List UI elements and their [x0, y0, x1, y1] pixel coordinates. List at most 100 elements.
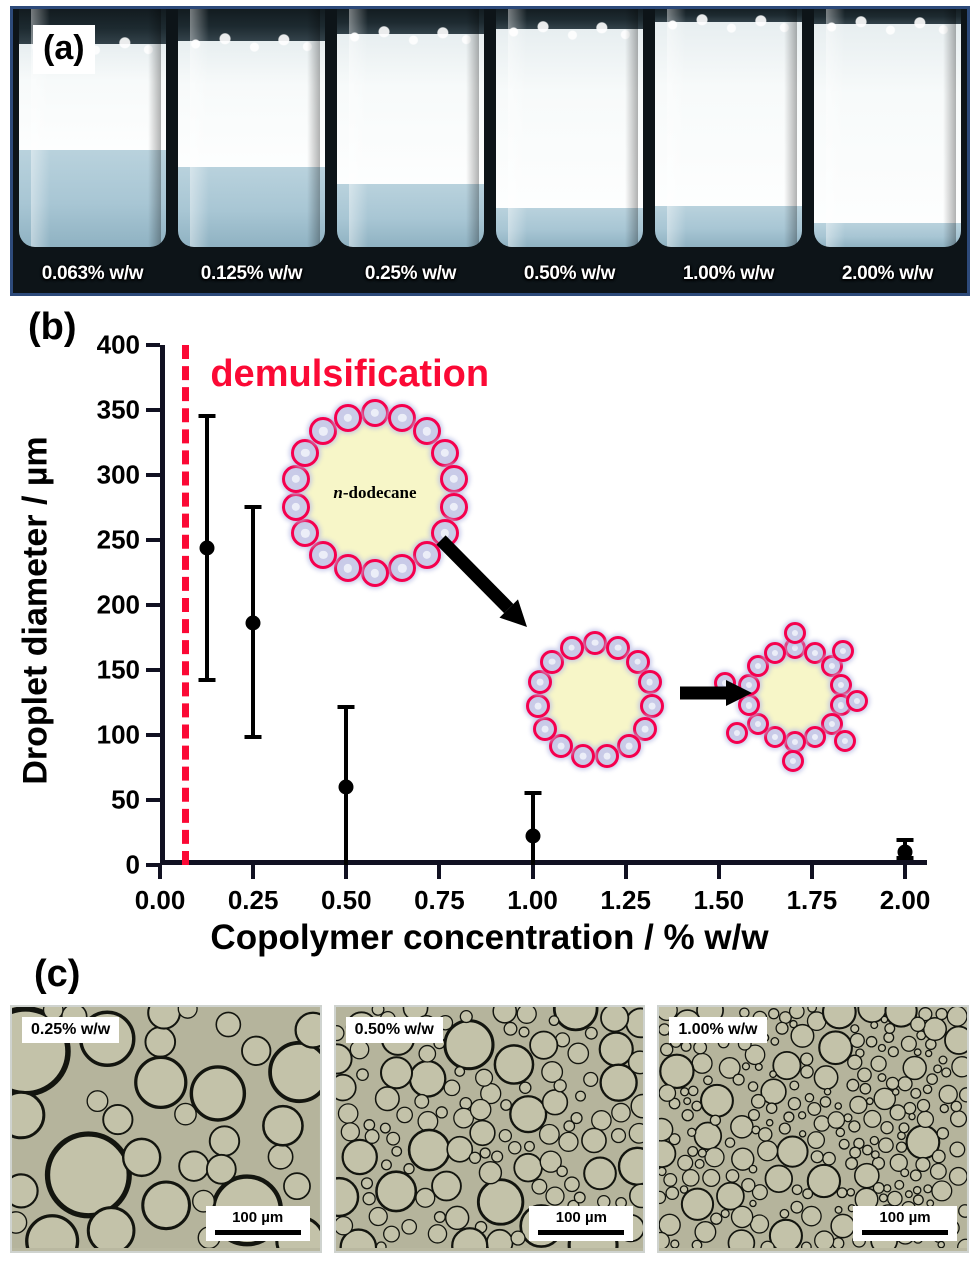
- nanoparticle: [291, 438, 320, 467]
- micrograph-scale-label: 100 µm: [232, 1208, 284, 1226]
- vial-aqueous-layer: [655, 205, 802, 247]
- vial-body: [178, 9, 325, 247]
- micrograph-scale-label: 100 µm: [879, 1208, 931, 1226]
- vial-2: 0.125% w/w: [172, 9, 331, 293]
- x-axis-tick-label: 1.50: [693, 885, 745, 915]
- vial-6: 2.00% w/w: [808, 9, 967, 293]
- y-axis-tick-label: 350: [96, 394, 140, 425]
- x-axis-tick: [344, 865, 349, 879]
- micrograph-concentration-label: 1.00% w/w: [669, 1017, 767, 1043]
- nanoparticle: [333, 403, 362, 432]
- y-axis-tick: [146, 538, 160, 542]
- data-point: [525, 828, 540, 844]
- vial-headspace: [655, 9, 802, 22]
- vial-concentration-label: 1.00% w/w: [682, 263, 775, 284]
- nanoparticle: [571, 744, 596, 769]
- vial-emulsion-layer: [178, 41, 325, 168]
- y-axis-tick: [146, 863, 160, 867]
- nanoparticle: [309, 417, 338, 446]
- x-axis-tick-label: 1.00: [507, 885, 558, 915]
- x-axis-tick-label: 2.00: [879, 885, 931, 915]
- panel-a-label: (a): [33, 25, 95, 74]
- x-axis-line: [160, 860, 927, 865]
- x-axis-title: Copolymer concentration / % w/w: [210, 918, 769, 957]
- error-bar-cap-top: [244, 504, 262, 509]
- nanoparticle-free: [834, 730, 856, 752]
- x-axis-tick: [158, 865, 162, 879]
- error-bar-cap-bottom: [244, 734, 262, 739]
- vial-aqueous-layer: [19, 150, 166, 247]
- nanoparticle: [440, 492, 469, 521]
- micrograph-1: 0.25% w/w 100 µm: [10, 1005, 322, 1253]
- vial-3: 0.25% w/w: [331, 9, 490, 293]
- x-axis-tick-label: 0.50: [320, 885, 372, 915]
- vial-concentration-label: 0.50% w/w: [523, 263, 616, 284]
- panel-b-label: (b): [28, 306, 77, 348]
- y-axis-tick-label: 150: [96, 654, 140, 685]
- panel-a-photograph: 0.063% w/w 0.125% w/w 0.25% w/w 0.50% w/w 1.…: [10, 6, 970, 296]
- vial-5: 1.00% w/w: [649, 9, 808, 293]
- x-axis-tick: [437, 865, 442, 879]
- nanoparticle: [738, 673, 761, 696]
- nanoparticle: [559, 635, 584, 660]
- vial-aqueous-layer: [337, 184, 484, 247]
- nanoparticle-free: [714, 672, 736, 694]
- x-axis-tick: [716, 865, 721, 879]
- vial-concentration-label: 0.25% w/w: [364, 263, 457, 284]
- nanoparticle: [640, 693, 665, 718]
- y-axis-tick-label: 50: [111, 784, 140, 815]
- nanoparticle: [525, 693, 550, 718]
- nanoparticle: [616, 734, 641, 759]
- nanoparticle: [333, 554, 362, 583]
- vial-body: [814, 9, 961, 247]
- vial-emulsion-layer: [496, 29, 643, 209]
- vial-headspace: [814, 9, 961, 25]
- vial-emulsion-layer: [337, 34, 484, 185]
- nanoparticle: [430, 438, 459, 467]
- micrograph-scale-bar-group: 100 µm: [853, 1205, 958, 1241]
- y-axis-tick: [146, 798, 160, 802]
- x-axis-tick-label: 0.75: [414, 885, 465, 915]
- vial-aqueous-layer: [814, 222, 961, 247]
- data-point: [338, 779, 354, 795]
- vial-body: [655, 9, 802, 247]
- nanoparticle: [594, 744, 619, 769]
- vial-concentration-label: 0.063% w/w: [41, 263, 144, 284]
- demulsification-threshold-line: [182, 345, 190, 865]
- y-axis-tick-label: 200: [96, 589, 140, 620]
- y-axis-tick-label: 300: [96, 459, 140, 490]
- x-axis-tick: [530, 865, 535, 879]
- micrograph-concentration-label: 0.25% w/w: [22, 1017, 120, 1043]
- nanoparticle-free: [832, 640, 854, 662]
- nanoparticle: [388, 403, 417, 432]
- y-axis-tick: [146, 733, 160, 737]
- x-axis-tick: [903, 865, 907, 879]
- micrograph-3: 1.00% w/w 100 µm: [657, 1005, 970, 1253]
- data-point: [199, 540, 215, 556]
- micrograph-scale-bar: [538, 1230, 625, 1235]
- nanoparticle: [820, 713, 843, 736]
- vial-emulsion-layer: [655, 21, 802, 206]
- x-axis-tick-label: 1.25: [600, 885, 651, 915]
- arrow-medium-to-small: [680, 680, 752, 706]
- vial-row: 0.063% w/w 0.125% w/w 0.25% w/w 0.50% w/w 1.…: [13, 9, 967, 293]
- schematic-droplet-small: [714, 620, 870, 772]
- nanoparticle: [804, 726, 827, 749]
- vial-body: [337, 9, 484, 247]
- nanoparticle: [763, 726, 786, 749]
- nanoparticle-free: [726, 722, 748, 744]
- vial-headspace: [496, 9, 643, 30]
- nanoparticle: [533, 716, 558, 741]
- x-axis-tick-label: 0.25: [227, 885, 279, 915]
- error-bar-cap-bottom: [198, 677, 216, 682]
- error-bar-cap-top: [896, 837, 914, 842]
- nanoparticle-free: [782, 750, 804, 772]
- y-axis-tick-label: 0: [125, 849, 140, 880]
- nanoparticle: [412, 540, 441, 569]
- micrograph-image: [659, 1007, 967, 1249]
